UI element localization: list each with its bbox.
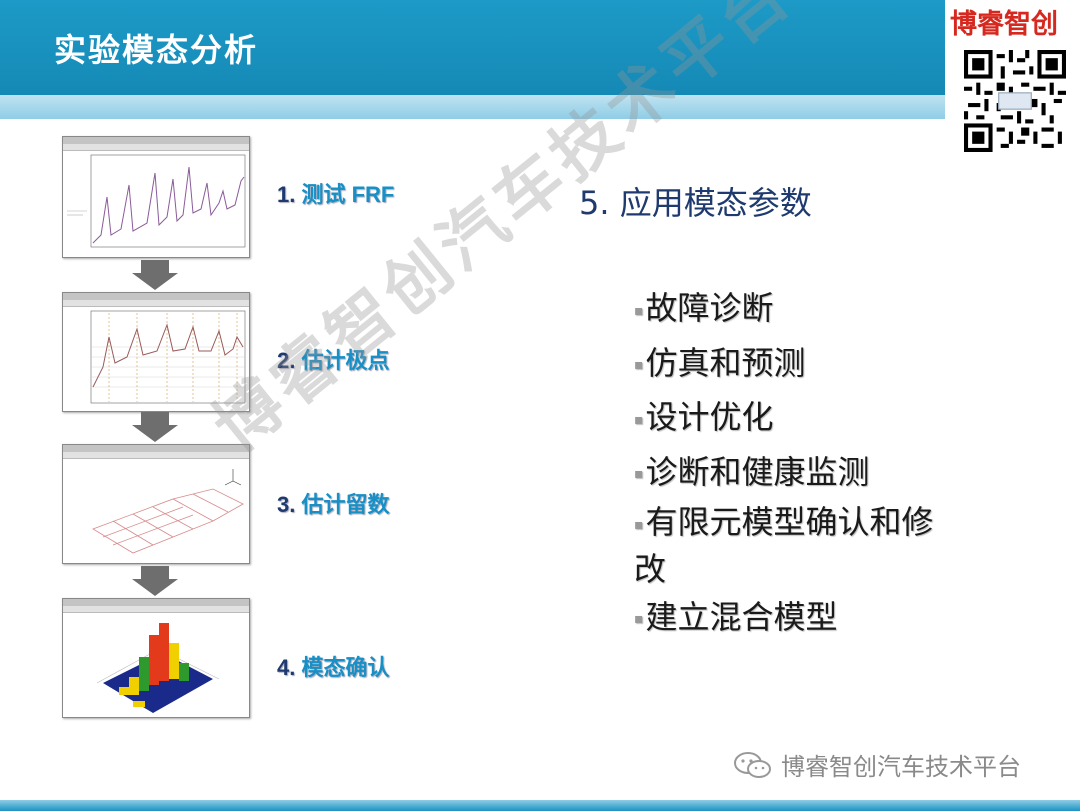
- wechat-icon: [734, 751, 771, 778]
- header-bar: [0, 0, 945, 95]
- mode-validation-screenshot: [62, 598, 250, 718]
- step-1-label: 1. 测试 FRF: [277, 182, 395, 207]
- down-arrow-icon: [132, 412, 178, 442]
- wechat-account-label: 博睿智创汽车技术平台: [733, 747, 1021, 782]
- down-arrow-icon: [132, 566, 178, 596]
- applications-list: ▪故障诊断 ▪仿真和预测 ▪设计优化 ▪诊断和健康监测 ▪有限元模型确认和修改 …: [634, 282, 954, 645]
- brand-logo-text: 博睿智创: [950, 9, 1058, 40]
- page-title: 实验模态分析: [54, 31, 259, 69]
- pole-estimation-screenshot: [62, 292, 250, 412]
- down-arrow-icon: [132, 260, 178, 290]
- frf-screenshot: [62, 136, 250, 258]
- residue-estimation-screenshot: [62, 444, 250, 564]
- list-item: ▪仿真和预测: [634, 343, 806, 382]
- step-2-label: 2. 估计极点: [277, 348, 390, 373]
- list-item: ▪设计优化: [634, 398, 774, 436]
- header-stripe: [0, 95, 945, 119]
- list-item: ▪诊断和健康监测: [634, 452, 870, 491]
- applications-title: 5. 应用模态参数: [579, 184, 812, 222]
- step-3-label: 3. 估计留数: [277, 492, 390, 517]
- qr-code-icon: [964, 50, 1066, 152]
- list-item: ▪故障诊断: [634, 289, 774, 327]
- footer-bar: [0, 800, 1080, 811]
- step-4-label: 4. 模态确认: [277, 655, 390, 680]
- list-item: ▪有限元模型确认和修改: [634, 503, 934, 588]
- list-item: ▪建立混合模型: [634, 597, 838, 636]
